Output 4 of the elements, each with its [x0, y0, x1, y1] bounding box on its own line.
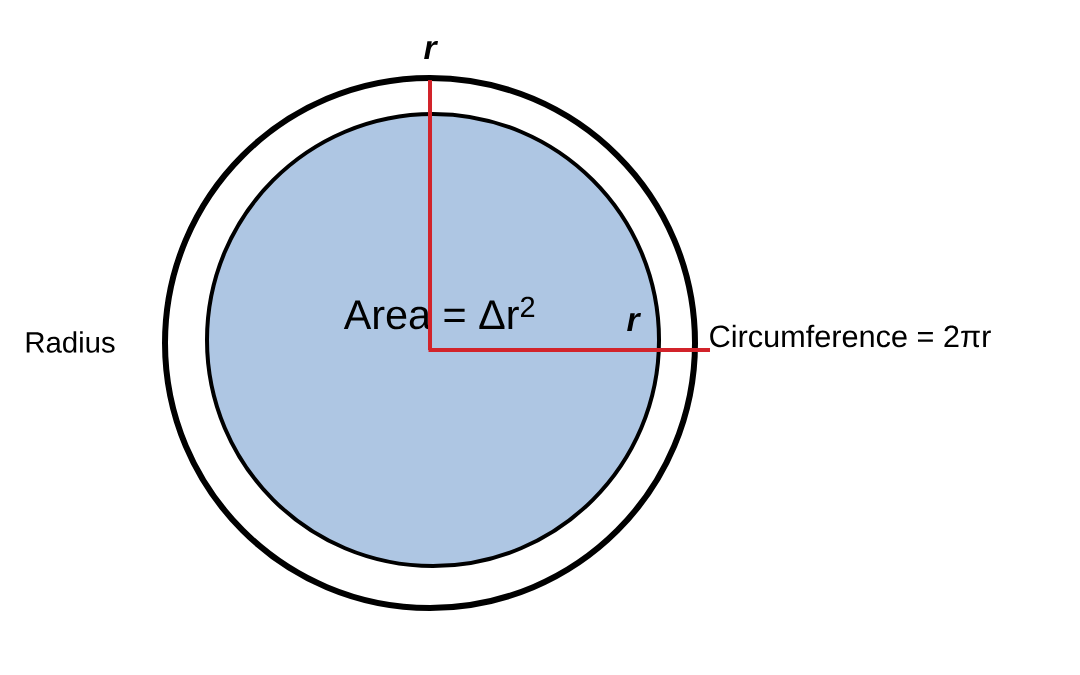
label: Radius — [26, 331, 115, 353]
label: r — [627, 313, 641, 331]
label: r — [424, 41, 438, 59]
label: Circumference = 2πr — [710, 324, 991, 348]
